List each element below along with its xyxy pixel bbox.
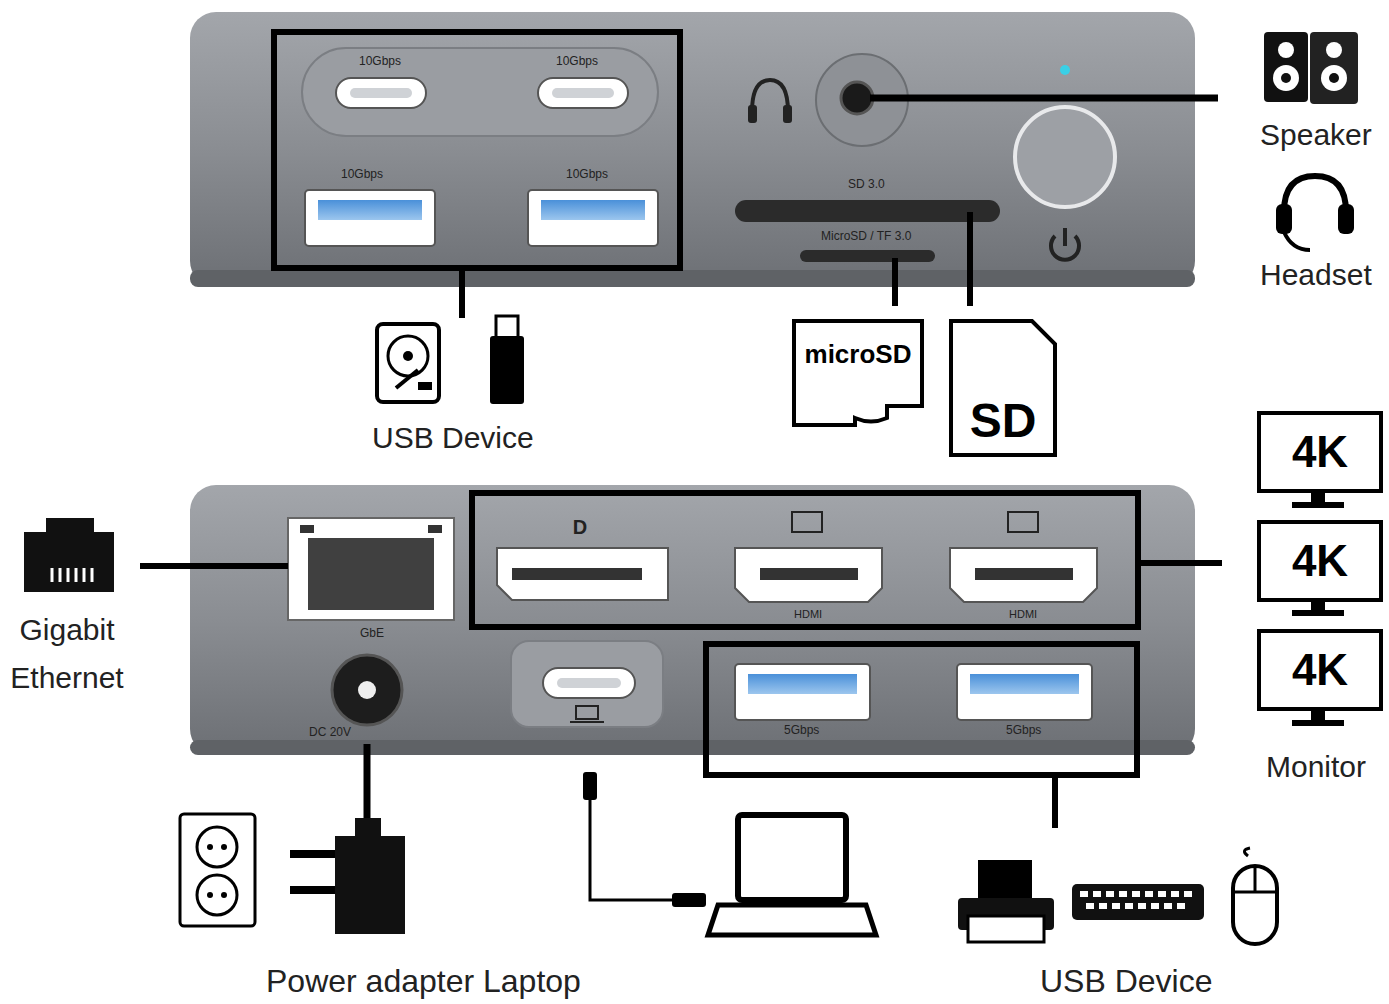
monitor-screen: 4K xyxy=(1256,519,1384,603)
port-speed: 10Gbps xyxy=(556,55,598,69)
device-label: Monitor xyxy=(1266,750,1366,785)
device-label: Gigabit Ethernet xyxy=(0,606,142,702)
microsd-outline xyxy=(791,318,925,428)
port-name: DC 20V xyxy=(309,726,351,740)
device-label: USB Device xyxy=(372,421,534,456)
device-label: USB Device xyxy=(1040,963,1213,1000)
port-speed: 10Gbps xyxy=(359,55,401,69)
node-text: SD xyxy=(970,395,1037,448)
port-speed: 10Gbps xyxy=(341,168,383,182)
port-speed: 5Gbps xyxy=(1006,724,1041,738)
slot-name: SD 3.0 xyxy=(848,178,885,192)
device-label: Power adapter Laptop xyxy=(266,963,581,1000)
microsd-card: microSD xyxy=(791,318,925,428)
node-text: 4K xyxy=(1292,428,1348,476)
sd-card: SD xyxy=(948,318,1058,458)
device-label: Headset xyxy=(1260,258,1372,293)
node-text: 4K xyxy=(1292,646,1348,694)
device-label: Speaker xyxy=(1260,118,1372,153)
port-name: HDMI xyxy=(1009,608,1037,621)
port-name: GbE xyxy=(360,627,384,641)
port-speed: 5Gbps xyxy=(784,724,819,738)
slot-name: MicroSD / TF 3.0 xyxy=(821,230,911,244)
monitor-screen: 4K xyxy=(1256,628,1384,712)
svg-text:D: D xyxy=(573,516,587,538)
node-text: 4K xyxy=(1292,537,1348,585)
port-speed: 10Gbps xyxy=(566,168,608,182)
node-text: microSD xyxy=(805,340,912,369)
port-name: HDMI xyxy=(794,608,822,621)
monitor-screen: 4K xyxy=(1256,410,1384,494)
